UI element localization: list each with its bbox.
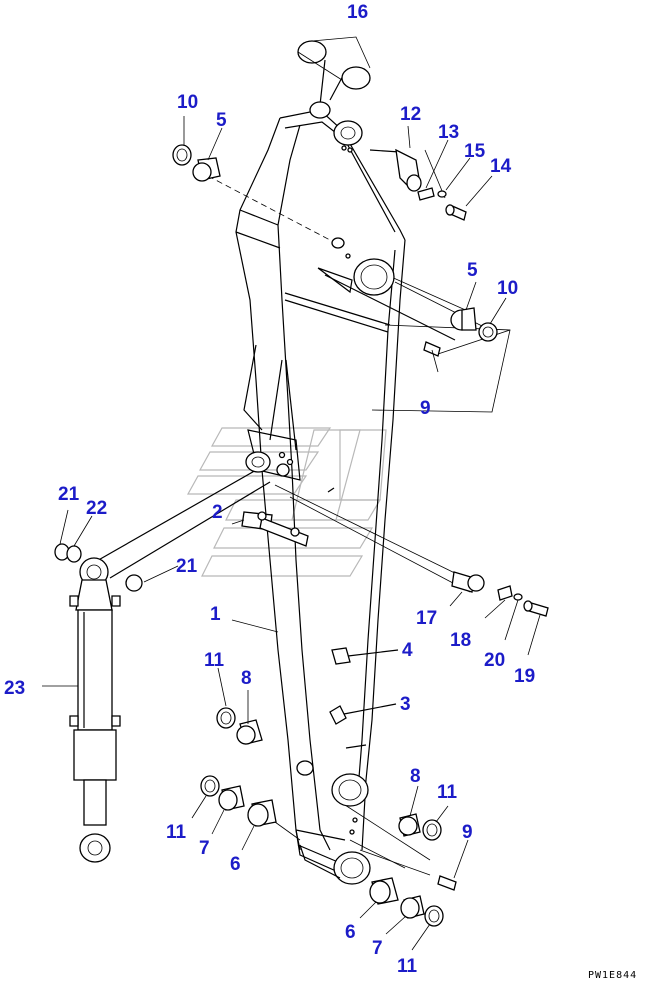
callout-8-right: 8 — [410, 766, 421, 787]
lower-right-bushings — [369, 813, 457, 927]
part-3-part-4-blocks — [329, 647, 399, 725]
part-2-bracket — [241, 511, 309, 547]
callout-9-lower: 9 — [462, 822, 473, 843]
callout-10-right: 10 — [497, 278, 518, 299]
leader-lines — [94, 59, 511, 876]
callout-3: 3 — [400, 694, 411, 715]
callout-14: 14 — [490, 156, 512, 177]
callout-17: 17 — [416, 608, 437, 629]
callout-7-left: 7 — [199, 838, 210, 859]
callout-11-c: 11 — [166, 822, 187, 843]
callout-11-a: 11 — [204, 650, 225, 671]
callout-10-top: 10 — [177, 92, 198, 113]
reference-code: PW1E844 — [588, 970, 637, 981]
upper-pin-hardware — [172, 36, 498, 373]
callout-21-left: 21 — [58, 484, 80, 505]
callout-9-upper: 9 — [420, 398, 431, 419]
callout-5-top: 5 — [216, 110, 227, 131]
callout-19: 19 — [514, 666, 535, 687]
callout-4: 4 — [402, 640, 413, 661]
callout-6-bottom: 6 — [345, 922, 356, 943]
callout-15: 15 — [464, 141, 486, 162]
callout-leaders — [42, 116, 507, 951]
callout-20: 20 — [484, 650, 505, 671]
callout-11-b: 11 — [437, 782, 458, 803]
lower-left-bushings — [200, 707, 277, 827]
callout-23: 23 — [4, 678, 25, 699]
callout-18: 18 — [450, 630, 471, 651]
boom-body — [235, 101, 406, 885]
callout-13: 13 — [438, 122, 459, 143]
callout-22: 22 — [86, 498, 107, 519]
callout-2: 2 — [212, 502, 223, 523]
callout-numbers: 16 10 5 12 13 15 14 5 10 9 21 22 2 21 1 … — [4, 2, 535, 977]
callout-21-right: 21 — [176, 556, 198, 577]
callout-6-left: 6 — [230, 854, 241, 875]
mid-pin-hardware — [449, 571, 549, 656]
cylinder-23 — [54, 543, 143, 863]
callout-16: 16 — [347, 2, 368, 23]
callout-12: 12 — [400, 104, 421, 125]
callout-11-d: 11 — [397, 956, 418, 977]
callout-7-bottom: 7 — [372, 938, 383, 959]
callout-5-right: 5 — [467, 260, 478, 281]
callout-8-left: 8 — [241, 668, 252, 689]
callout-1: 1 — [210, 604, 221, 625]
